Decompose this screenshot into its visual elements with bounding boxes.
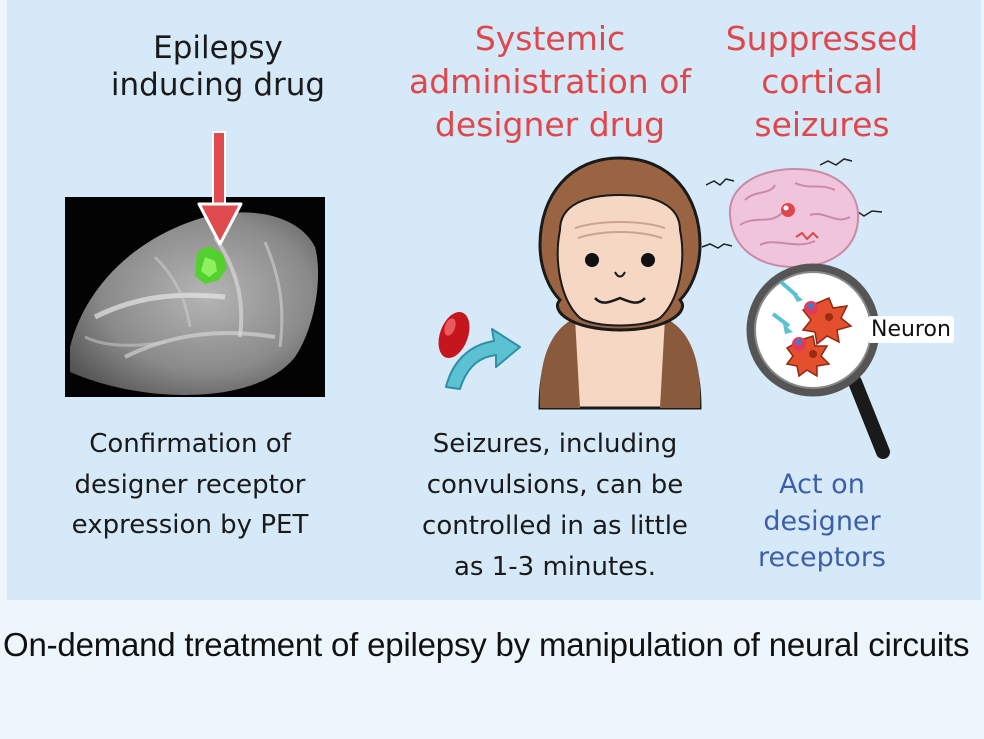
title-suppressed-seizures: Suppressed cortical seizures <box>725 19 919 145</box>
monkey-illustration <box>538 156 702 410</box>
neuron-cells <box>771 280 853 378</box>
red-pill-icon <box>438 311 470 359</box>
curved-arrow-icon <box>445 328 521 390</box>
act-caption: Act on designer receptors <box>758 469 886 574</box>
footer-caption: On-demand treatment of epilepsy by manip… <box>3 626 970 663</box>
neuron-label: Neuron <box>868 316 954 343</box>
magnifier-icon <box>746 263 890 459</box>
title-epilepsy-drug: Epilepsy inducing drug <box>110 30 326 103</box>
pet-brain-scan <box>65 197 325 397</box>
pet-caption: Confirmation of designer receptor expres… <box>71 429 309 541</box>
seizure-caption: Seizures, including convulsions, can be … <box>422 429 688 583</box>
red-down-arrow <box>197 131 243 246</box>
brain-icon <box>701 158 883 269</box>
title-systemic-administration: Systemic administration of designer drug <box>409 19 691 145</box>
